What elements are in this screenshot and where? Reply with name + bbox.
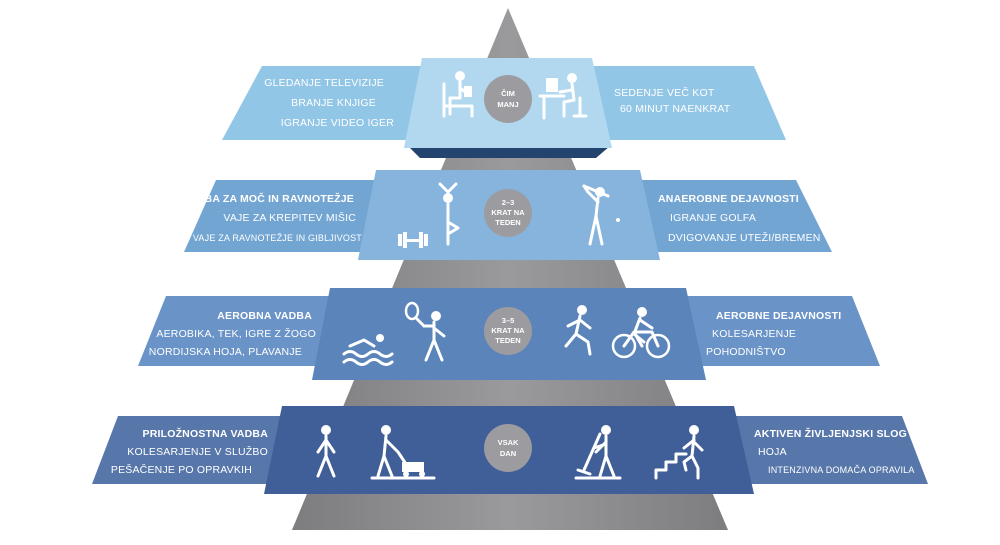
tier-2-right-line-3: DVIGOVANJE UTEŽI/BREMEN <box>668 231 821 244</box>
computer-desk-icon <box>538 73 588 120</box>
tier-2-left-line-3: VAJE ZA RAVNOTEŽJE IN GIBLJIVOST <box>193 233 362 243</box>
tennis-icon <box>404 301 446 362</box>
running-icon <box>564 305 592 356</box>
tier-3-left-panel <box>138 296 338 366</box>
swimming-icon <box>342 334 394 366</box>
stairs-icon <box>654 425 704 480</box>
tier-3-badge-line-2: KRAT NA <box>491 326 525 335</box>
tier-3-right-panel <box>680 296 880 366</box>
tier-2-left-line-1: VADBA ZA MOČ IN RAVNOTEŽJE <box>183 192 354 205</box>
tier-4-badge-line-2: DAN <box>500 449 516 458</box>
tier-4-right-line-3: INTENZIVNA DOMAČA OPRAVILA <box>768 465 915 475</box>
tier-4-badge-line-1: VSAK <box>498 438 519 447</box>
tier-1-left-line-2: BRANJE KNJIGE <box>291 97 376 109</box>
tier-4-badge <box>484 424 532 472</box>
tier-1-left-line-1: GLEDANJE TELEVIZIJE <box>264 77 384 89</box>
tier-3-right-line-2: KOLESARJENJE <box>712 328 796 340</box>
tier-2-badge <box>484 189 532 237</box>
tier-3-badge-line-3: TEDEN <box>495 336 520 345</box>
tier-3-badge <box>484 307 532 355</box>
dumbbell-icon <box>398 232 428 248</box>
tier-3-left-line-1: AEROBNA VADBA <box>217 310 312 322</box>
tier-1-left-panel <box>222 66 450 140</box>
golf-swing-icon <box>582 184 620 246</box>
tier-3-right-line-3: POHODNIŠTVO <box>706 345 786 358</box>
tier-4-right-panel <box>722 416 928 484</box>
tier-4-left-line-2: KOLESARJENJE V SLUŽBO <box>127 445 268 458</box>
tier-1-dark-base <box>408 146 610 158</box>
cycling-icon <box>611 307 671 359</box>
tier-4: VSAK DAN PRILOŽNOSTNA VADBA KOLESARJENJE… <box>92 406 928 494</box>
tier-1-badge-line-1: ČIM <box>501 89 515 98</box>
pyramid-background <box>292 8 728 530</box>
tier-1-right-line-1: SEDENJE VEČ KOT <box>614 86 715 99</box>
tier-2-left-line-2: VAJE ZA KREPITEV MIŠIC <box>223 211 356 224</box>
tier-1: ČIM MANJ GLEDANJE TELEVIZIJE BRANJE KNJI… <box>222 58 786 158</box>
tier-4-left-panel <box>92 416 292 484</box>
tier-2-badge-line-3: TEDEN <box>495 218 520 227</box>
tier-1-left-line-3: IGRANJE VIDEO IGER <box>281 117 395 129</box>
tier-4-right-line-2: HOJA <box>758 446 787 458</box>
tier-2-right-line-1: ANAEROBNE DEJAVNOSTI <box>658 193 799 205</box>
tier-1-right-line-2: 60 MINUT NAENKRAT <box>620 103 731 115</box>
tier-3-badge-line-1: 3–5 <box>502 316 515 325</box>
tier-2-badge-line-2: KRAT NA <box>491 208 525 217</box>
tier-1-badge-line-2: MANJ <box>497 100 518 109</box>
tier-1-right-panel <box>566 66 786 140</box>
tier-3-left-line-2: AEROBIKA, TEK, IGRE Z ŽOGO <box>156 327 316 340</box>
tier-3-left-line-3: NORDIJSKA HOJA, PLAVANJE <box>149 346 302 358</box>
tier-4-right-line-1: AKTIVEN ŽIVLJENJSKI SLOG <box>754 427 907 440</box>
lawn-mower-icon <box>370 425 436 480</box>
tier-2-right-panel <box>628 180 832 252</box>
walking-icon <box>316 425 336 478</box>
tier-3-right-line-1: AEROBNE DEJAVNOSTI <box>716 310 841 322</box>
tier-2: 2–3 KRAT NA TEDEN VADBA ZA MOČ IN RAVNOT… <box>183 170 832 260</box>
tier-4-left-line-3: PEŠAČENJE PO OPRAVKIH <box>111 463 252 476</box>
reading-chair-icon <box>442 71 474 118</box>
tier-3: 3–5 KRAT NA TEDEN AEROBNA VADBA AEROBIKA… <box>138 288 880 380</box>
tier-2-right-line-2: IGRANJE GOLFA <box>670 212 756 224</box>
tier-1-badge <box>484 75 532 123</box>
yoga-pose-icon <box>438 182 460 246</box>
sweeping-icon <box>574 425 622 480</box>
tier-2-badge-line-1: 2–3 <box>502 198 515 207</box>
tier-4-left-line-1: PRILOŽNOSTNA VADBA <box>142 427 268 440</box>
tier-2-left-panel <box>184 180 380 252</box>
